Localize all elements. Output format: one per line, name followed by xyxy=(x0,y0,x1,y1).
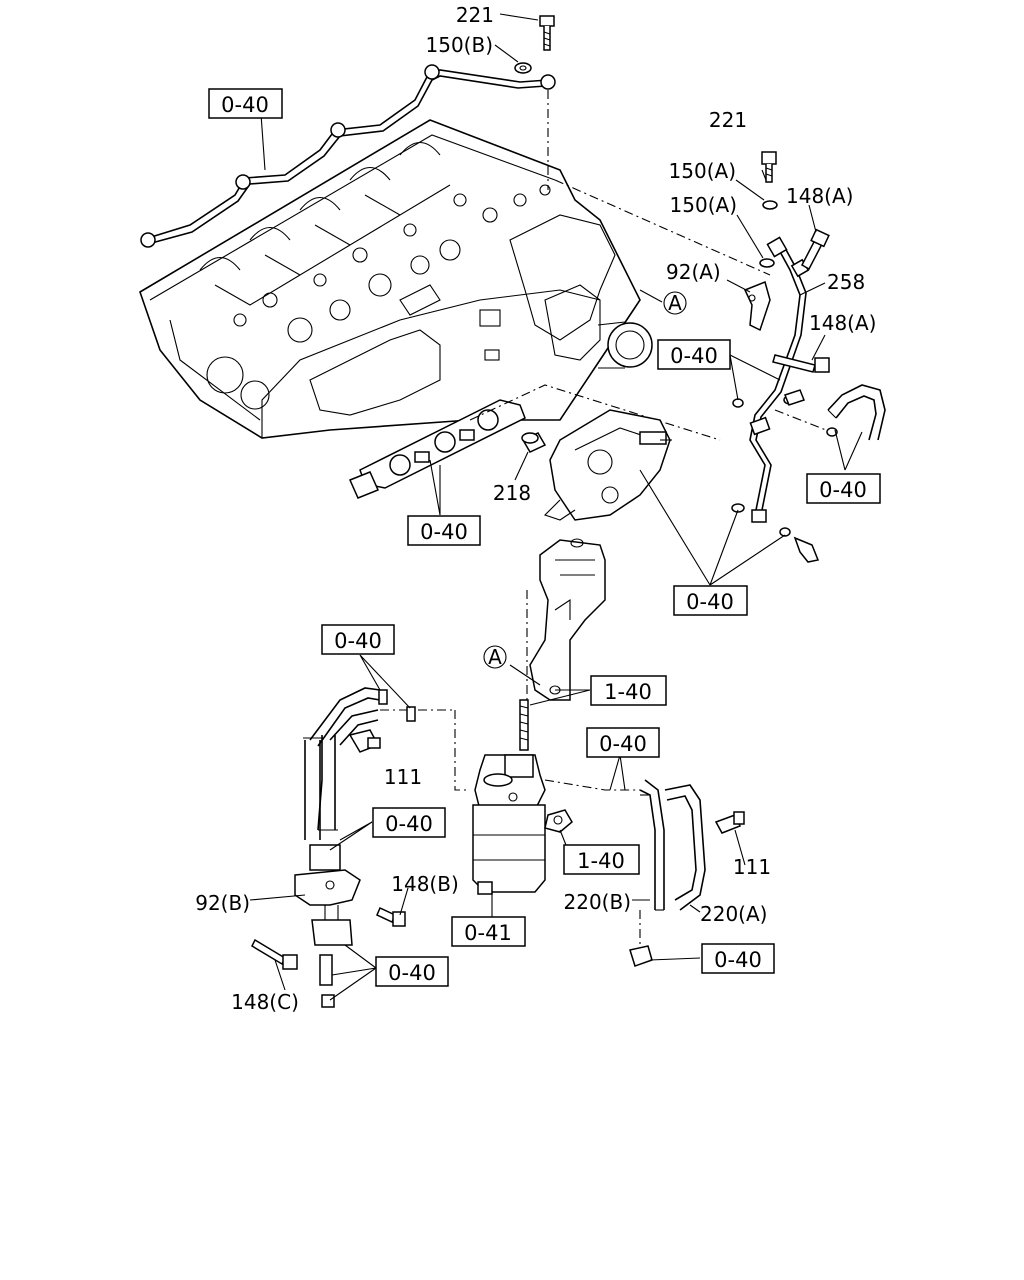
washer-150b xyxy=(514,62,532,74)
clamp-small xyxy=(731,398,820,563)
ref-box-0-40-e[interactable]: 0-40 xyxy=(673,585,748,616)
svg-text:0-40: 0-40 xyxy=(686,590,734,614)
part-label-148c: 148(C) xyxy=(231,990,299,1014)
fuel-filter-assembly xyxy=(472,754,546,895)
small-pipes-lower xyxy=(319,954,335,1008)
return-hose-right xyxy=(826,384,886,441)
bolt-148a-upper xyxy=(801,228,830,271)
hose-220a xyxy=(664,784,706,911)
hose-220b xyxy=(639,779,665,911)
circle-a-marker: A xyxy=(663,291,687,315)
bolt-221-top xyxy=(539,15,555,51)
supply-pump xyxy=(543,409,672,521)
part-label-148b: 148(B) xyxy=(391,872,459,896)
part-label-148a-1: 148(A) xyxy=(786,184,853,208)
connector-111-left xyxy=(348,729,381,753)
cylinder-head xyxy=(139,119,653,439)
svg-text:0-40: 0-40 xyxy=(385,812,433,836)
stud-bolt xyxy=(519,699,529,751)
ref-box-1-40-b[interactable]: 1-40 xyxy=(563,844,640,875)
ref-box-0-41[interactable]: 0-41 xyxy=(451,916,526,947)
washer-150a-lower xyxy=(759,258,775,268)
ref-box-0-40-d[interactable]: 0-40 xyxy=(407,515,481,546)
part-label-220b: 220(B) xyxy=(564,890,632,914)
bolt-148b xyxy=(376,906,406,927)
ref-box-0-40-j[interactable]: 0-40 xyxy=(375,956,449,987)
part-label-220a: 220(A) xyxy=(700,902,767,926)
washer-150a-upper xyxy=(762,200,778,210)
svg-text:0-40: 0-40 xyxy=(714,948,762,972)
common-rail xyxy=(348,399,526,499)
part-label-221-top: 221 xyxy=(456,3,494,27)
svg-text:0-40: 0-40 xyxy=(334,629,382,653)
part-label-150a-2: 150(A) xyxy=(670,193,737,217)
svg-text:0-40: 0-40 xyxy=(819,478,867,502)
svg-text:A: A xyxy=(488,645,502,669)
plug-218 xyxy=(521,432,547,453)
ref-box-0-40-g[interactable]: 0-40 xyxy=(586,727,660,758)
part-label-150b: 150(B) xyxy=(426,33,494,57)
ref-box-1-40-a[interactable]: 1-40 xyxy=(590,675,667,706)
connector-111-right xyxy=(714,811,745,834)
svg-text:1-40: 1-40 xyxy=(577,849,625,873)
ref-box-0-40-c[interactable]: 0-40 xyxy=(806,473,881,504)
part-label-218: 218 xyxy=(493,481,531,505)
part-label-111-left: 111 xyxy=(384,765,422,789)
part-label-111-right: 111 xyxy=(733,855,771,879)
bolt-148c xyxy=(251,938,298,970)
part-label-92a: 92(A) xyxy=(666,260,721,284)
part-label-92b: 92(B) xyxy=(195,891,250,915)
bolt-148a-lower xyxy=(772,354,830,406)
part-label-150a-1: 150(A) xyxy=(669,159,736,183)
hose-left xyxy=(303,687,381,840)
circle-a-marker-2: A xyxy=(483,645,507,669)
ref-box-0-40-f[interactable]: 0-40 xyxy=(321,624,395,655)
ref-box-0-40-b[interactable]: 0-40 xyxy=(657,339,731,370)
svg-text:0-40: 0-40 xyxy=(388,961,436,985)
svg-text:1-40: 1-40 xyxy=(604,680,652,704)
svg-text:0-41: 0-41 xyxy=(464,921,512,945)
bracket-92b xyxy=(294,844,361,946)
ref-box-0-40-i[interactable]: 0-40 xyxy=(701,943,775,974)
svg-text:0-40: 0-40 xyxy=(599,732,647,756)
svg-text:A: A xyxy=(668,291,682,315)
part-label-221-right: 221 xyxy=(709,108,747,132)
bolt-221-right xyxy=(761,151,777,183)
injector-return-line xyxy=(140,64,556,248)
part-label-258: 258 xyxy=(827,270,865,294)
svg-text:0-40: 0-40 xyxy=(420,520,468,544)
lower-tee xyxy=(629,945,653,967)
nut-1-40 xyxy=(544,809,573,833)
bracket-92a xyxy=(743,280,771,332)
fuel-feed-pipe-258 xyxy=(749,236,810,523)
leader-lines xyxy=(249,13,863,1001)
small-fittings xyxy=(378,689,416,722)
ref-box-0-40-a[interactable]: 0-40 xyxy=(208,88,283,119)
svg-text:0-40: 0-40 xyxy=(221,93,269,117)
ref-box-0-40-h[interactable]: 0-40 xyxy=(372,807,446,838)
svg-text:0-40: 0-40 xyxy=(670,344,718,368)
part-label-148a-2: 148(A) xyxy=(809,311,876,335)
